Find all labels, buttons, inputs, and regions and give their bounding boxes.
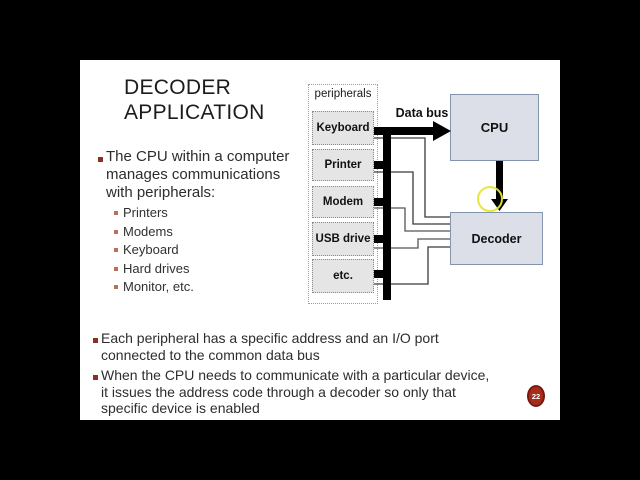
bullet-text-line: with peripherals: bbox=[106, 184, 216, 201]
data-bus-vertical bbox=[383, 127, 391, 300]
data-bus-label: Data bus bbox=[395, 106, 449, 120]
peripheral-box-usb-drive: USB drive bbox=[312, 222, 374, 256]
title-line-2: APPLICATION bbox=[124, 101, 265, 124]
cpu-box: CPU bbox=[450, 94, 539, 161]
bullet-text-line: connected to the common data bus bbox=[101, 346, 320, 363]
bullet-text-line: manages communications bbox=[106, 166, 281, 183]
sub-bullet-marker bbox=[114, 248, 118, 253]
peripheral-box-modem: Modem bbox=[312, 186, 374, 218]
wire-keyboard-decoder bbox=[374, 137, 450, 218]
decoder-box: Decoder bbox=[450, 212, 543, 265]
bullet-marker bbox=[98, 157, 103, 162]
sub-item-label: Modems bbox=[123, 223, 173, 239]
bullet-text-line: specific device is enabled bbox=[101, 400, 260, 416]
sub-bullet-marker bbox=[114, 229, 118, 234]
sub-item-label: Monitor, etc. bbox=[123, 279, 194, 295]
bullet-marker bbox=[93, 375, 98, 380]
bullet-address-code: When the CPU needs to communicate with a… bbox=[93, 367, 513, 417]
cpu-to-decoder-arrow bbox=[491, 161, 508, 211]
bullet-text-line: Each peripheral has a specific address a… bbox=[101, 330, 439, 346]
data-bus-arrow bbox=[374, 121, 451, 141]
bullet-text-line: When the CPU needs to communicate with a… bbox=[101, 367, 490, 383]
bullet-peripheral-address: Each peripheral has a specific address a… bbox=[93, 330, 473, 363]
peripheral-box-printer: Printer bbox=[312, 149, 374, 181]
sub-bullet-marker bbox=[114, 285, 118, 290]
list-item: Modems bbox=[114, 223, 194, 242]
wire-modem-decoder bbox=[374, 207, 450, 232]
slide: DECODER APPLICATION The CPU within a com… bbox=[80, 60, 560, 420]
bullet-text-line: it issues the address code through a dec… bbox=[101, 383, 456, 400]
bullet-cpu-communications: The CPU within a computer manages commun… bbox=[98, 148, 298, 202]
wire-usb-decoder bbox=[374, 238, 450, 249]
peripheral-sublist: Printers Modems Keyboard Hard drives Mon… bbox=[114, 204, 194, 297]
sub-item-label: Printers bbox=[123, 205, 168, 220]
wire-etc-decoder bbox=[374, 246, 450, 285]
peripherals-group-label: peripherals bbox=[314, 88, 372, 100]
list-item: Monitor, etc. bbox=[114, 278, 194, 297]
sub-item-label: Keyboard bbox=[123, 242, 179, 258]
list-item: Hard drives bbox=[114, 260, 194, 279]
list-item: Printers bbox=[114, 204, 194, 223]
bullet-marker bbox=[93, 338, 98, 343]
sub-item-label: Hard drives bbox=[123, 260, 190, 276]
highlight-circle bbox=[477, 186, 503, 212]
page-number: 22 bbox=[531, 391, 541, 401]
bullet-text-line: The CPU within a computer bbox=[106, 148, 290, 165]
peripheral-box-etc: etc. bbox=[312, 259, 374, 293]
page-number-badge: 22 bbox=[527, 385, 545, 407]
sub-bullet-marker bbox=[114, 266, 118, 271]
list-item: Keyboard bbox=[114, 241, 194, 260]
sub-bullet-marker bbox=[114, 211, 118, 215]
title-line-1: DECODER bbox=[124, 76, 232, 99]
peripheral-box-keyboard: Keyboard bbox=[312, 111, 374, 145]
wire-printer-decoder bbox=[374, 171, 450, 225]
slide-title: DECODER APPLICATION bbox=[124, 75, 265, 125]
